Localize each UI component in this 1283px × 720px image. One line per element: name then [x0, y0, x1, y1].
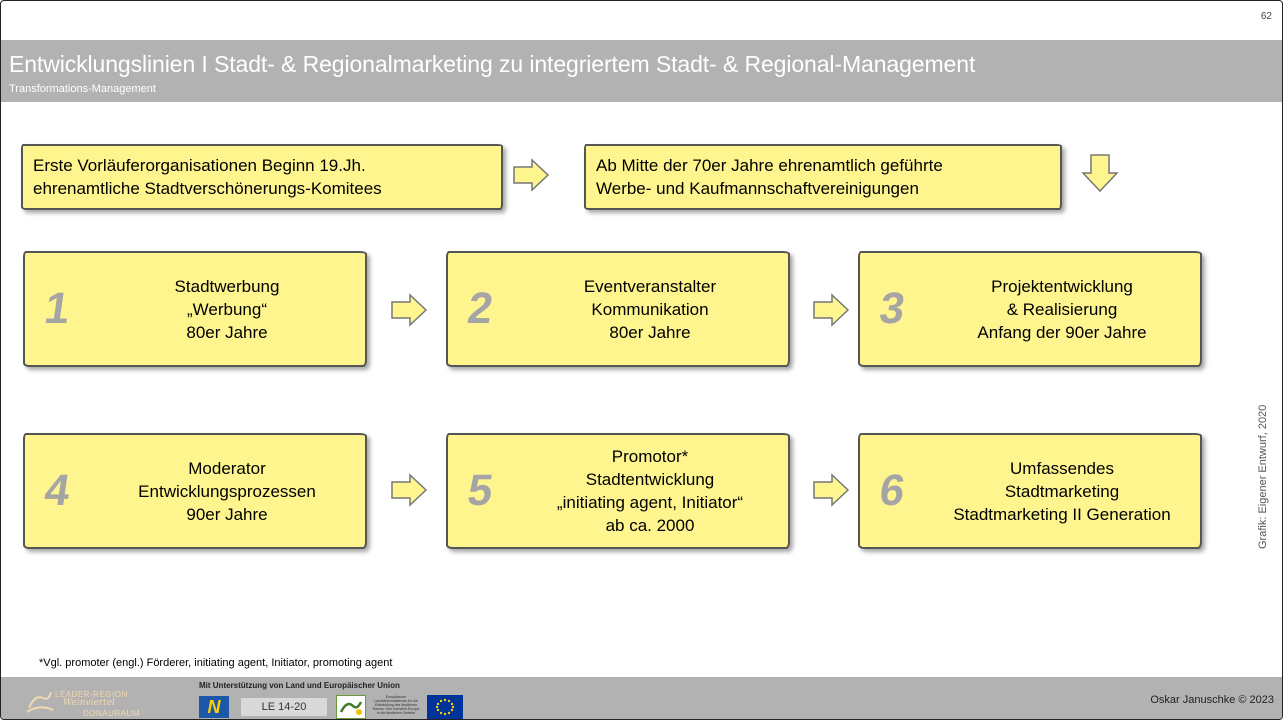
page-number: 62 [1260, 11, 1272, 22]
funding-support-text: Mit Unterstützung von Land und Europäisc… [199, 681, 400, 690]
step-line: 90er Jahre [186, 504, 268, 524]
step-line: Promotor* [611, 447, 689, 466]
step-number: 3 [876, 284, 908, 333]
copyright: Oskar Januschke © 2023 [1150, 694, 1274, 706]
block-arrow-right-icon [391, 293, 428, 327]
lower-austria-logo: N [199, 696, 229, 718]
step-number: 5 [464, 466, 496, 515]
block-arrow-down-icon [1081, 154, 1119, 193]
step-line: 80er Jahre [609, 322, 691, 342]
leader-logo-line: Weinviertel [63, 698, 115, 708]
step-box-4: 4 Moderator Entwicklungsprozessen 90er J… [23, 433, 367, 549]
step-line: 80er Jahre [186, 322, 268, 342]
leader-region-emblem-icon [26, 691, 54, 713]
leader-eu-emblem-icon [339, 701, 363, 715]
step-box-1: 1 Stadtwerbung „Werbung“ 80er Jahre [23, 251, 367, 367]
source-note: Grafik: Eigener Entwurf, 2020 [1257, 404, 1269, 549]
step-line: Moderator [188, 458, 266, 478]
step-line: ab ca. 2000 [605, 516, 695, 535]
step-number: 2 [464, 284, 496, 333]
step-number: 4 [41, 466, 73, 515]
step-line: „initiating agent, Initiator“ [556, 493, 744, 512]
step-line: Stadtentwicklung [585, 470, 715, 489]
block-arrow-right-icon [813, 293, 850, 327]
step-line: & Realisierung [1006, 299, 1118, 319]
leader-eu-logo [336, 695, 366, 719]
step-text: Umfassendes Stadtmarketing Stadtmarketin… [930, 435, 1194, 547]
footnote: *Vgl. promoter (engl.) Förderer, initiat… [39, 657, 393, 669]
step-box-3: 3 Projektentwicklung & Realisierung Anfa… [858, 251, 1202, 367]
eu-flag-logo [427, 695, 463, 719]
step-line: Anfang der 90er Jahre [977, 322, 1147, 342]
step-line: Eventveranstalter [583, 276, 717, 296]
intro-line: Ab Mitte der 70er Jahre ehrenamtlich gef… [596, 156, 943, 175]
eafrd-text: Europäischer Landwirtschaftsfonds für di… [372, 695, 420, 715]
intro-line: Erste Vorläuferorganisationen Beginn 19.… [33, 156, 366, 175]
eu-stars-icon [435, 698, 455, 716]
step-number: 1 [41, 284, 73, 333]
leader-logo-line: LEADER-REGION [55, 690, 128, 699]
intro-box-text: Ab Mitte der 70er Jahre ehrenamtlich gef… [596, 154, 943, 200]
step-box-6: 6 Umfassendes Stadtmarketing Stadtmarket… [858, 433, 1202, 549]
leader-region-logo: LEADER-REGION Weinviertel DONAURAUM [21, 680, 171, 718]
step-text: Promotor* Stadtentwicklung „initiating a… [518, 435, 782, 547]
leader-logo-line: DONAURAUM [83, 709, 140, 718]
step-line: Umfassendes [1010, 458, 1114, 478]
block-arrow-right-icon [813, 473, 850, 507]
step-text: Stadtwerbung „Werbung“ 80er Jahre [95, 253, 359, 365]
step-line: Kommunikation [591, 299, 709, 319]
step-box-2: 2 Eventveranstalter Kommunikation 80er J… [446, 251, 790, 367]
intro-box-early-organisations: Erste Vorläuferorganisationen Beginn 19.… [21, 144, 503, 210]
step-line: Stadtmarketing II Generation [953, 504, 1171, 524]
step-box-5: 5 Promotor* Stadtentwicklung „initiating… [446, 433, 790, 549]
slide-header: Entwicklungslinien I Stadt- & Regionalma… [1, 40, 1282, 102]
slide-title: Entwicklungslinien I Stadt- & Regionalma… [9, 51, 976, 77]
intro-line: Werbe- und Kaufmannschaftvereinigungen [596, 179, 919, 198]
block-arrow-right-icon [513, 158, 550, 192]
intro-box-text: Erste Vorläuferorganisationen Beginn 19.… [33, 154, 382, 200]
step-line: Projektentwicklung [991, 276, 1133, 296]
block-arrow-right-icon [391, 473, 428, 507]
step-line: Stadtwerbung [174, 276, 280, 296]
step-text: Eventveranstalter Kommunikation 80er Jah… [518, 253, 782, 365]
intro-box-volunteer-associations: Ab Mitte der 70er Jahre ehrenamtlich gef… [584, 144, 1062, 210]
step-line: Entwicklungsprozessen [138, 481, 316, 501]
intro-line: ehrenamtliche Stadtverschönerungs-Komite… [33, 179, 382, 198]
step-text: Moderator Entwicklungsprozessen 90er Jah… [95, 435, 359, 547]
slide-subtitle: Transformations-Management [9, 83, 156, 95]
step-line: Stadtmarketing [1004, 481, 1120, 501]
le-14-20-logo: LE 14-20 [241, 698, 327, 716]
step-text: Projektentwicklung & Realisierung Anfang… [930, 253, 1194, 365]
slide-footer: LEADER-REGION Weinviertel DONAURAUM Mit … [1, 677, 1282, 719]
step-line: „Werbung“ [187, 299, 267, 319]
step-number: 6 [876, 466, 908, 515]
